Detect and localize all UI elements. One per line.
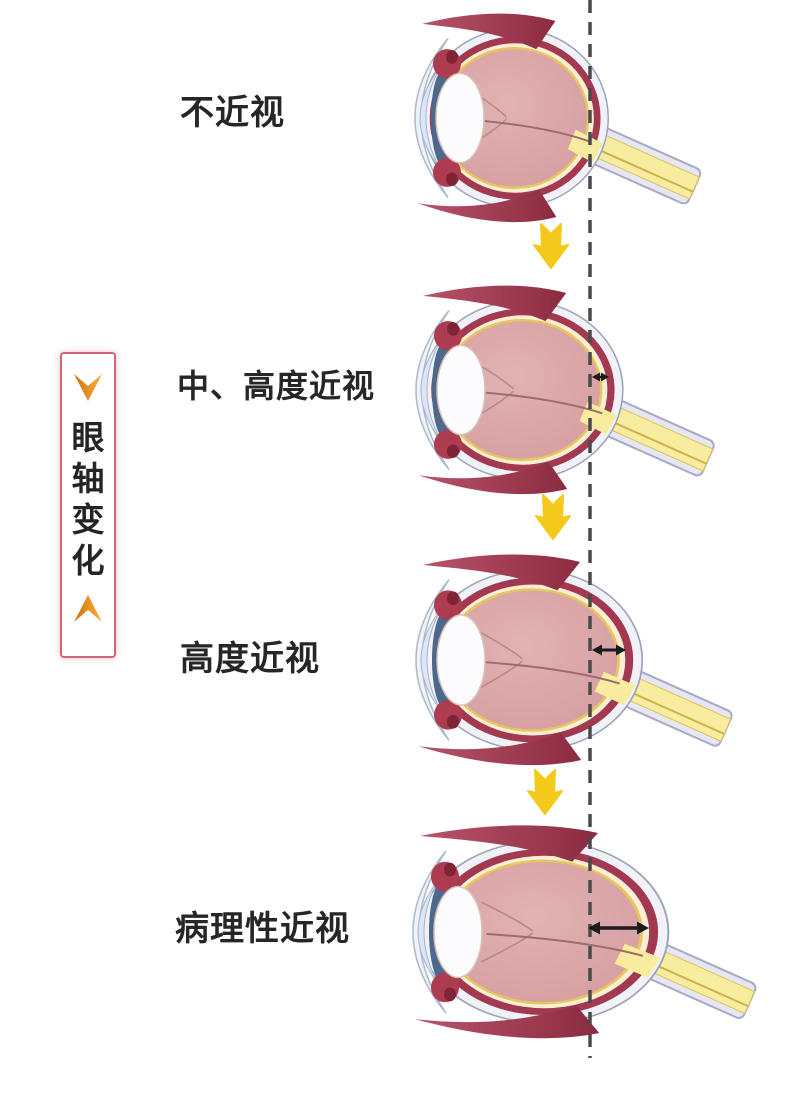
eye-muscle-bottom: [418, 732, 582, 766]
cornea: [420, 608, 442, 712]
eye-muscle-bottom: [414, 1005, 600, 1039]
axial-length-marker-stage-4: [588, 921, 649, 935]
visual-axis-line: [486, 932, 644, 957]
zonule-line-bottom: [476, 660, 524, 691]
cornea: [420, 339, 442, 441]
ciliary-detail-top: [444, 862, 456, 877]
zonule-line-bottom: [480, 932, 534, 963]
stage-label-1: 不近视: [180, 94, 285, 132]
optic-nerve: [611, 665, 733, 747]
eye-muscle-bottom: [418, 189, 557, 223]
axis-panel-text: 眼 轴 变 化: [72, 417, 105, 581]
eye-muscle-top: [420, 825, 598, 862]
ciliary-detail-top: [446, 50, 458, 64]
axis-char: 化: [71, 542, 105, 579]
visual-axis-line: [471, 118, 590, 143]
cornea: [419, 67, 441, 169]
eye-diagram-stage-1: [414, 13, 702, 223]
lens: [435, 72, 485, 164]
eye-diagram-stage-2: [415, 285, 715, 495]
optic-nerve: [579, 123, 702, 205]
eye-diagram-stage-3: [415, 554, 733, 766]
zonule-line-top: [480, 901, 534, 932]
axis-char: 变: [71, 501, 105, 538]
ciliary-detail-top: [447, 322, 459, 336]
eye-muscle-top: [423, 285, 567, 322]
axis-change-panel: 眼 轴 变 化: [60, 352, 116, 658]
eye-muscle-top: [423, 554, 581, 591]
axis-char: 眼: [71, 419, 105, 456]
axial-length-marker-stage-3: [592, 644, 626, 656]
ciliary-detail-top: [447, 591, 459, 606]
chevron-up-icon: [74, 595, 102, 622]
flow-arrow-down-icon: [533, 223, 569, 269]
flow-arrow-down-icon: [527, 769, 563, 815]
visual-axis-line: [481, 660, 620, 685]
ciliary-detail-bottom: [446, 172, 458, 186]
eye-diagram-stage-4: [412, 825, 757, 1039]
optic-nerve: [635, 938, 757, 1019]
lens: [436, 614, 486, 706]
chevron-down-icon: [74, 374, 102, 401]
eye-muscle-bottom: [418, 461, 568, 495]
stage-label-4: 病理性近视: [175, 910, 350, 948]
zonule-line-top: [476, 629, 524, 660]
stage-label-2: 中、高度近视: [177, 368, 376, 404]
axial-length-marker-stage-2: [592, 372, 609, 382]
visual-axis-line: [476, 390, 603, 415]
eye-muscle-top: [422, 13, 556, 50]
stage-label-3: 高度近视: [180, 640, 320, 678]
ciliary-detail-bottom: [447, 714, 459, 729]
ciliary-detail-bottom: [447, 444, 459, 458]
ciliary-detail-bottom: [444, 987, 456, 1002]
lens: [433, 885, 483, 979]
axis-char: 轴: [71, 460, 105, 497]
cornea: [417, 880, 439, 984]
flow-arrow-down-icon: [535, 494, 571, 540]
lens: [436, 344, 486, 436]
